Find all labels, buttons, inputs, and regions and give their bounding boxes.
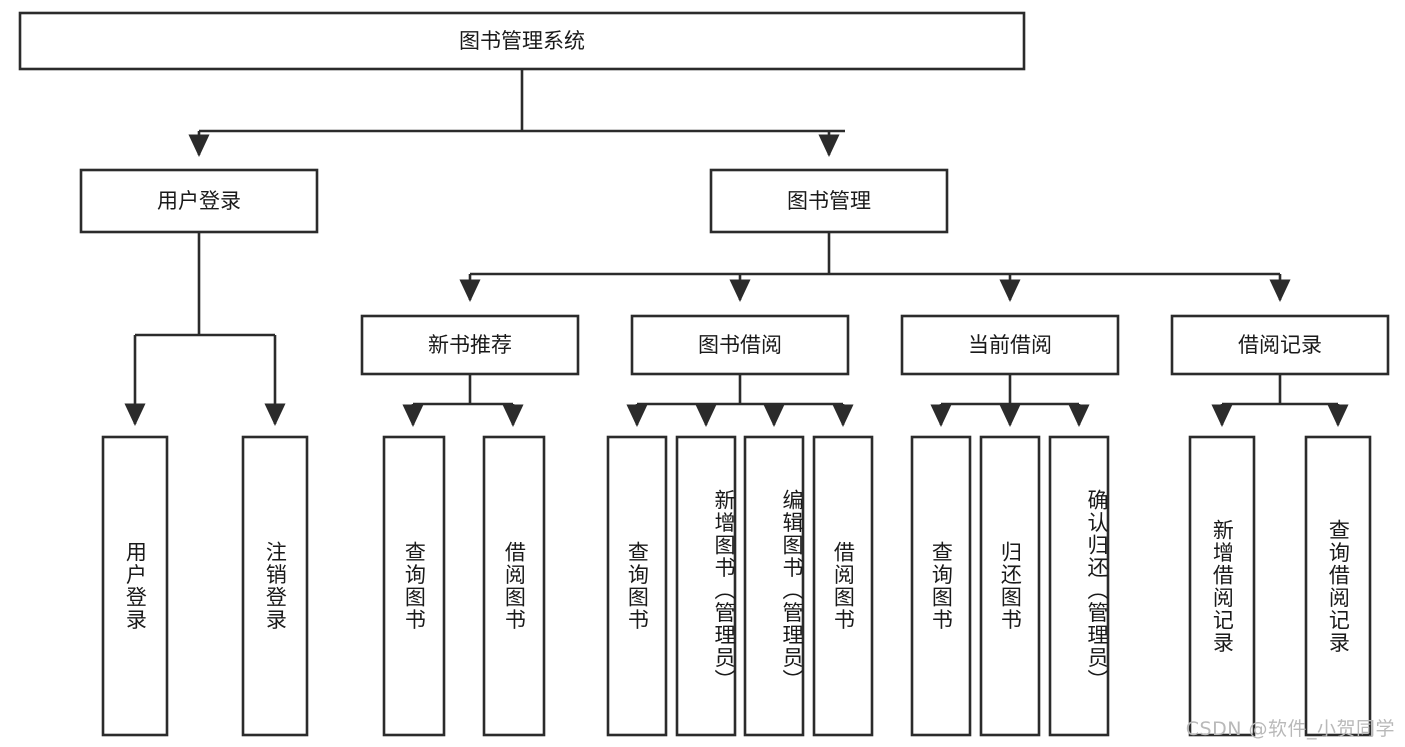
leaf-query-record[interactable] (1304, 435, 1372, 737)
node-borrow-record[interactable]: 借阅记录 (1170, 314, 1390, 376)
leaf-query-book-2[interactable] (606, 435, 668, 737)
node-new-book-rec-label: 新书推荐 (428, 333, 512, 357)
connector-borrow-record-to-leaves (1211, 374, 1349, 427)
node-root-label: 图书管理系统 (459, 29, 585, 53)
node-borrow-record-label: 借阅记录 (1238, 333, 1322, 357)
node-user-login-label: 用户登录 (157, 189, 241, 213)
csdn-watermark: CSDN @软件_小贺同学 (1185, 718, 1395, 740)
leaf-add-record[interactable] (1188, 435, 1256, 737)
connector-new-book-rec-to-leaves (402, 374, 524, 427)
connector-current-borrow-to-leaves (930, 374, 1090, 427)
connector-book-manage-to-level3 (459, 232, 1291, 302)
leaf-return-book[interactable] (979, 435, 1041, 737)
node-current-borrow-label: 当前借阅 (968, 333, 1052, 357)
leaf-user-login[interactable] (101, 435, 169, 737)
leaf-add-book[interactable] (675, 435, 737, 737)
leaf-logout[interactable] (241, 435, 309, 737)
node-current-borrow[interactable]: 当前借阅 (900, 314, 1120, 376)
leaf-borrow-book-1[interactable] (482, 435, 546, 737)
connector-book-borrow-to-leaves (626, 374, 854, 427)
node-book-manage-label: 图书管理 (787, 189, 871, 213)
node-new-book-rec[interactable]: 新书推荐 (360, 314, 580, 376)
node-book-manage[interactable]: 图书管理 (709, 168, 949, 234)
node-root[interactable]: 图书管理系统 (18, 11, 1026, 71)
connector-user-login-to-leaves (124, 232, 286, 426)
leaf-confirm-return[interactable] (1048, 435, 1110, 737)
leaf-query-book-1[interactable] (382, 435, 446, 737)
node-user-login[interactable]: 用户登录 (79, 168, 319, 234)
connector-root-to-level2 (188, 69, 845, 157)
leaf-edit-book[interactable] (743, 435, 805, 737)
leaf-query-book-3[interactable] (910, 435, 972, 737)
node-book-borrow-label: 图书借阅 (698, 333, 782, 357)
leaf-borrow-book-2[interactable] (812, 435, 874, 737)
node-book-borrow[interactable]: 图书借阅 (630, 314, 850, 376)
